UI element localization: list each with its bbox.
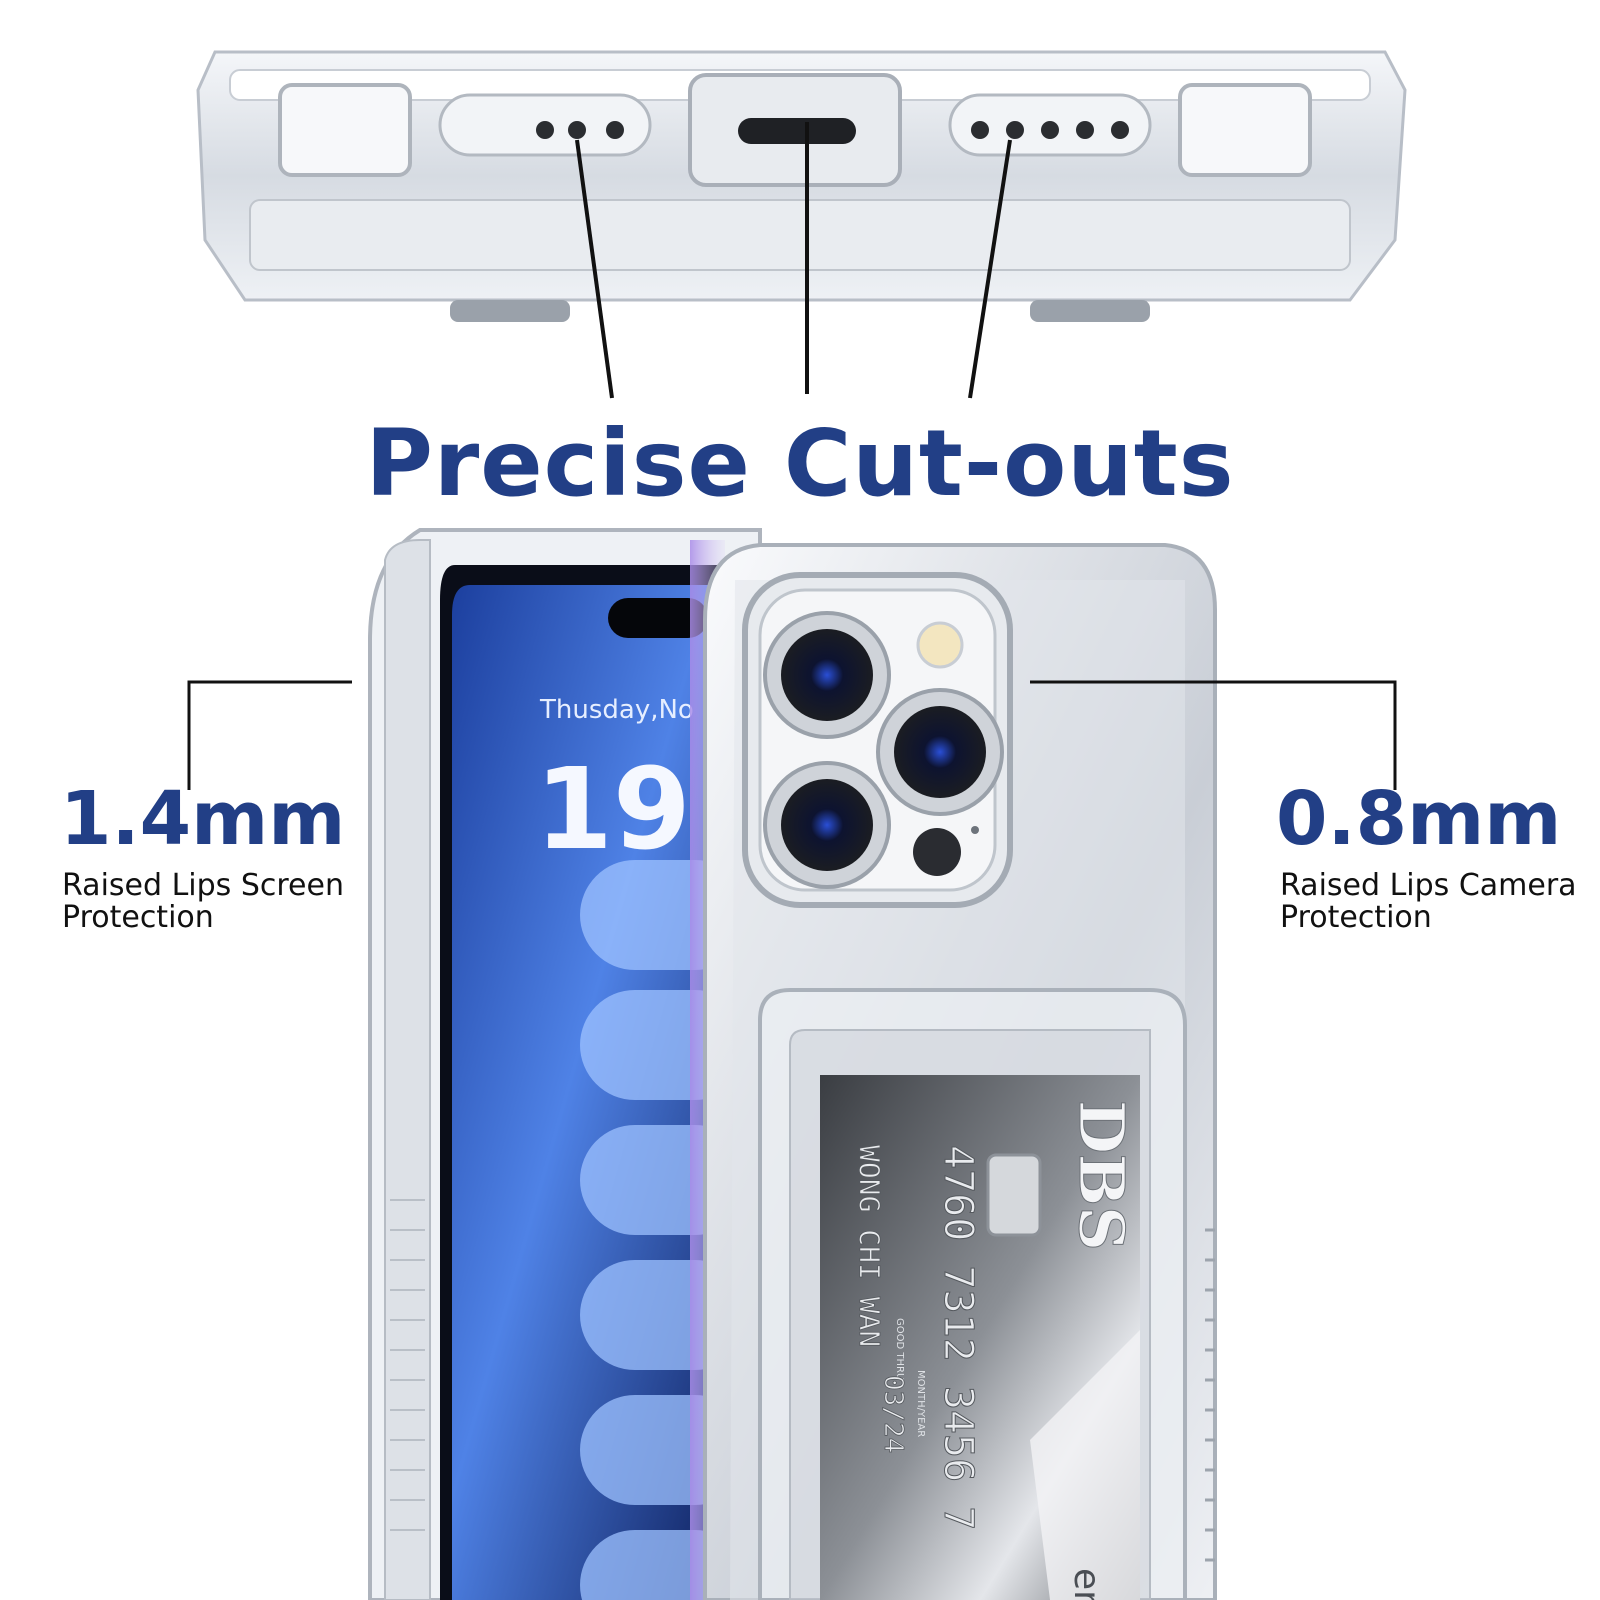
screen-lip-description: Raised Lips Screen Protection — [62, 870, 362, 934]
card-brand-fragment: em — [1066, 1568, 1107, 1600]
card-bank-name: DBS — [1065, 1100, 1138, 1251]
card-slot-ridges — [1205, 1228, 1215, 1562]
lockscreen-date: Thusday,No — [539, 695, 694, 725]
card-expiry: 03/24 — [878, 1375, 908, 1453]
screen-lip-description-line1: Raised Lips Screen — [62, 868, 344, 903]
case-bottom-view — [196, 50, 1407, 322]
lidar-sensor — [913, 828, 961, 876]
card-chip — [986, 1153, 1042, 1237]
card-good-thru-label: GOOD THRU — [894, 1318, 905, 1380]
camera-lens-bottom — [763, 761, 891, 889]
screen-lip-value: 1.4mm — [60, 776, 346, 862]
charging-port-cutout — [688, 73, 902, 187]
card-number: 4760 7312 3456 7 — [935, 1145, 981, 1530]
camera-module — [742, 572, 1013, 908]
camera-lip-description-line2: Protection — [1280, 900, 1432, 935]
side-bumper-ridges — [390, 1199, 425, 1531]
camera-lens-top — [763, 611, 891, 739]
credit-card: DBS 4760 7312 3456 7 WONG CHI WAN GOOD T… — [820, 1075, 1140, 1600]
speaker-cutout-left — [438, 93, 652, 157]
camera-lens-right — [876, 688, 1004, 816]
speaker-cutout-right — [948, 93, 1152, 157]
headline: Precise Cut-outs — [365, 410, 1235, 517]
camera-lip-description-line1: Raised Lips Camera — [1280, 868, 1577, 903]
cutout-callout-lines — [575, 122, 1012, 399]
card-holder: WONG CHI WAN — [853, 1145, 886, 1347]
camera-lip-value: 0.8mm — [1276, 776, 1562, 862]
phone-back-view: DBS 4760 7312 3456 7 WONG CHI WAN GOOD T… — [703, 543, 1217, 1600]
spec-callout-lines — [187, 680, 1397, 790]
card-month-year-label: MONTH/YEAR — [915, 1370, 926, 1437]
screen-lip-description-line2: Protection — [62, 900, 214, 935]
flash — [916, 621, 964, 669]
camera-lip-description: Raised Lips Camera Protection — [1280, 870, 1580, 934]
